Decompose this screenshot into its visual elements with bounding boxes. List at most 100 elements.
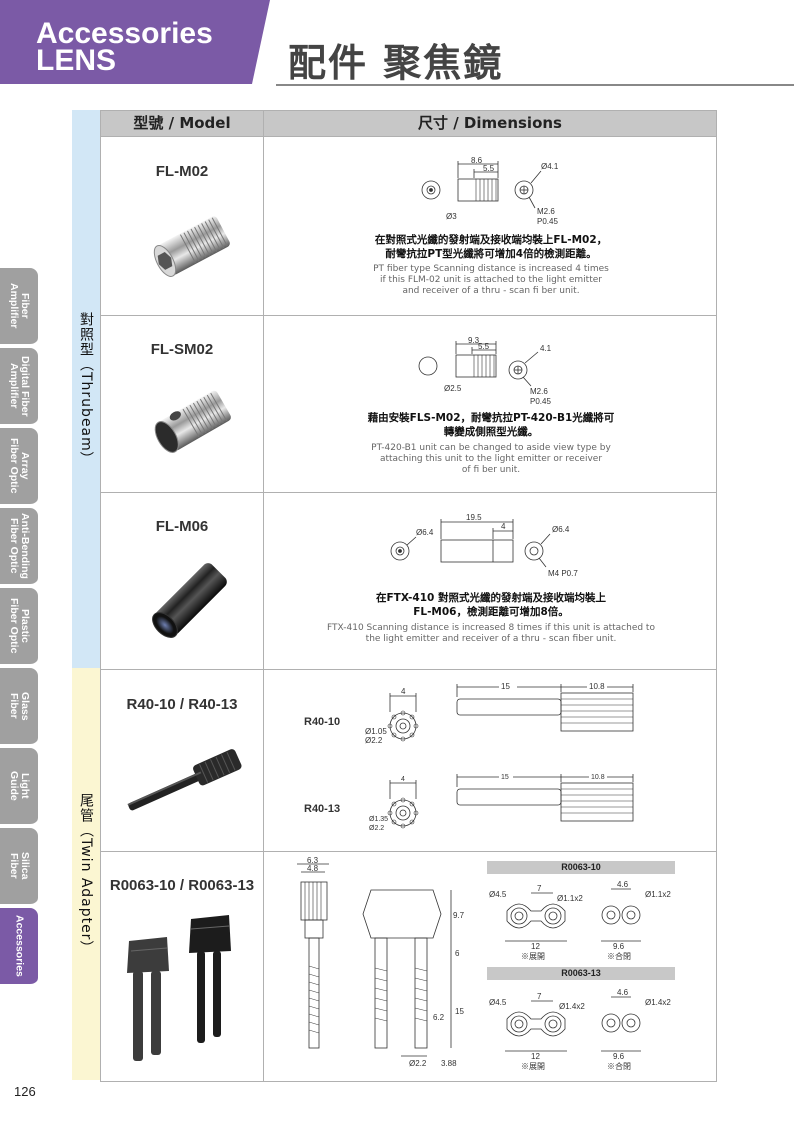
- dim-label: Ø1.4x2: [559, 1002, 585, 1011]
- dim-label: Ø2.2: [409, 1059, 427, 1068]
- dim-label: Ø1.05: [365, 727, 387, 736]
- dimension-drawing-r0063-10-top: Ø4.5 7 Ø1.1x2 12 ※展開 4.6 Ø1.1x2 9.6 ※合閉: [489, 880, 671, 961]
- side-tab-fiber-amplifier[interactable]: Fiber Amplifier: [0, 268, 38, 346]
- dim-label: Ø4.5: [489, 998, 507, 1007]
- panel-title-r0063-13: R0063-13: [487, 967, 675, 980]
- col-model-header: 型號 / Model: [133, 114, 231, 132]
- dim-label: ※展開: [521, 1062, 545, 1071]
- desc-en-fl-sm02: PT-420-B1 unit can be changed to aside v…: [371, 443, 611, 475]
- dim-label: Ø4.5: [489, 890, 507, 899]
- side-tab-anti-bending[interactable]: Anti-Bending Fiber Optic: [0, 508, 38, 586]
- dim-label: M2.6: [530, 387, 548, 396]
- dim-label: Ø2.2: [369, 825, 384, 832]
- col-dimensions-header: 尺寸 / Dimensions: [418, 114, 562, 132]
- dim-label: Ø6.4: [416, 528, 434, 537]
- model-fl-m02: FL-M02: [155, 163, 209, 180]
- row-divider: [101, 492, 716, 493]
- dim-label: 4.6: [617, 880, 629, 889]
- product-photo-fl-sm02: [154, 390, 231, 453]
- dim-label: 19.5: [466, 513, 482, 522]
- header-underline: [276, 84, 794, 86]
- dim-label: 7: [537, 884, 542, 893]
- group-label-twin: 尾管（Twin Adapter）: [78, 792, 94, 956]
- dimension-drawing-r40-13-side: 15 10.8: [456, 771, 634, 822]
- row-divider: [101, 136, 716, 137]
- dim-label: ※合閉: [607, 951, 631, 961]
- dim-label: M4 P0.7: [548, 569, 578, 578]
- product-photo-r0063: [127, 915, 231, 1061]
- table-header: 型號 / Model 尺寸 / Dimensions: [101, 111, 716, 136]
- dim-label: 4: [401, 776, 405, 783]
- dim-label: Ø6.4: [552, 525, 570, 534]
- dim-label: 9.7: [453, 911, 465, 920]
- group-band-thrubeam: [72, 110, 100, 668]
- dim-label: 5.5: [478, 342, 490, 351]
- dim-label: 15: [501, 682, 510, 691]
- group-label-thrubeam: 對照型（Thrubeam）: [78, 311, 94, 467]
- dim-label: 9.6: [613, 1052, 625, 1061]
- dim-label: Ø4.1: [541, 162, 559, 171]
- dim-label: Ø1.1x2: [645, 890, 671, 899]
- dimension-drawing-r0063-13-top: Ø4.5 7 Ø1.4x2 12 ※展開 4.6 Ø1.4x2 9.6 ※合閉: [489, 988, 671, 1071]
- dim-label: 9.6: [613, 942, 625, 951]
- dim-label: Ø1.4x2: [645, 998, 671, 1007]
- model-fl-sm02: FL-SM02: [150, 341, 214, 358]
- row-divider: [101, 315, 716, 316]
- column-divider: [263, 111, 264, 1081]
- side-tab-plastic-fiber-optic[interactable]: Plastic Fiber Optic: [0, 588, 38, 666]
- header-title-en-2: LENS: [36, 44, 117, 77]
- desc-zh-fl-m02: 在對照式光纖的發射端及接收端均裝上FL-M02，耐彎抗拉PT型光纖將可增加4倍的…: [374, 234, 608, 260]
- dim-label: 15: [455, 1007, 464, 1016]
- dim-label: 6.3: [307, 856, 319, 865]
- dim-label: 6: [455, 949, 460, 958]
- side-tab-glass-fiber[interactable]: Glass Fiber: [0, 668, 38, 746]
- label-r40-13: R40-13: [304, 803, 341, 815]
- side-tab-silica-fiber[interactable]: Silica Fiber: [0, 828, 38, 906]
- spec-table: 型號 / Model 尺寸 / Dimensions FL-M02: [100, 110, 717, 1082]
- dim-label: P0.45: [537, 217, 558, 226]
- page-number: 126: [14, 1084, 36, 1099]
- dim-label: 4: [501, 522, 506, 531]
- side-tab-digital-fiber-amplifier[interactable]: Digital Fiber Amplifier: [0, 348, 38, 426]
- dimension-drawing-r0063-side: 6.3 4.8 9.7 6 15 6.2 Ø2.2 3.88: [297, 856, 465, 1068]
- dim-label: 4.1: [540, 344, 552, 353]
- dim-label: 5.5: [483, 164, 495, 173]
- dim-label: Ø3: [446, 212, 457, 221]
- header-title-zh: 配件 聚焦鏡: [288, 41, 504, 85]
- dim-label: Ø2.5: [444, 384, 462, 393]
- model-r0063: R0063-10 / R0063-13: [109, 877, 255, 894]
- dim-label: 9.3: [468, 336, 480, 345]
- desc-zh-fl-sm02: 藉由安裝FLS-M02，耐彎抗拉PT-420-B1光纖將可轉變成側照型光纖。: [367, 412, 615, 438]
- dim-label: ※展開: [521, 952, 545, 961]
- dimension-drawing-fl-m02: 8.6 5.5 Ø4.1 Ø3 M2.6 P0.45: [421, 156, 559, 226]
- dim-label: M2.6: [537, 207, 555, 216]
- dim-label: 3.88: [441, 1059, 457, 1068]
- dim-label: 12: [531, 942, 540, 951]
- dim-label: ※合閉: [607, 1061, 631, 1071]
- model-r40: R40-10 / R40-13: [126, 696, 238, 713]
- side-tab-accessories[interactable]: Accessories: [0, 908, 38, 986]
- side-tab-array-fiber-optic[interactable]: Array Fiber Optic: [0, 428, 38, 506]
- dimension-drawing-fl-sm02: 9.3 5.5 4.1 Ø2.5 M2.6 P0.45: [418, 336, 552, 406]
- dim-label: 7: [537, 992, 542, 1001]
- dim-label: 10.8: [591, 774, 605, 781]
- side-tab-light-guide[interactable]: Light Guide: [0, 748, 38, 826]
- product-photo-fl-m02: [153, 216, 230, 277]
- section-header-tab: Accessories LENS: [0, 0, 270, 84]
- header-title-en-1: Accessories: [36, 17, 213, 50]
- dimension-drawing-fl-m06: 19.5 4 Ø6.4 Ø6.4 M4 P0.7: [390, 513, 578, 578]
- dim-label: 4.6: [617, 988, 629, 997]
- row-divider: [101, 669, 716, 670]
- panel-title-r0063-10: R0063-10: [487, 861, 675, 874]
- desc-en-fl-m06: FTX-410 Scanning distance is increased 8…: [327, 623, 655, 644]
- dim-label: 4: [401, 687, 406, 696]
- dim-label: 10.8: [589, 682, 605, 691]
- dim-label: 15: [501, 774, 509, 781]
- dim-label: 4.8: [307, 864, 319, 873]
- dimension-drawing-r40-10-side: 15 10.8: [456, 681, 634, 732]
- dim-label: 8.6: [471, 156, 483, 165]
- dim-label: Ø1.1x2: [557, 894, 583, 903]
- product-photo-r40: [127, 749, 242, 811]
- dim-label: 12: [531, 1052, 540, 1061]
